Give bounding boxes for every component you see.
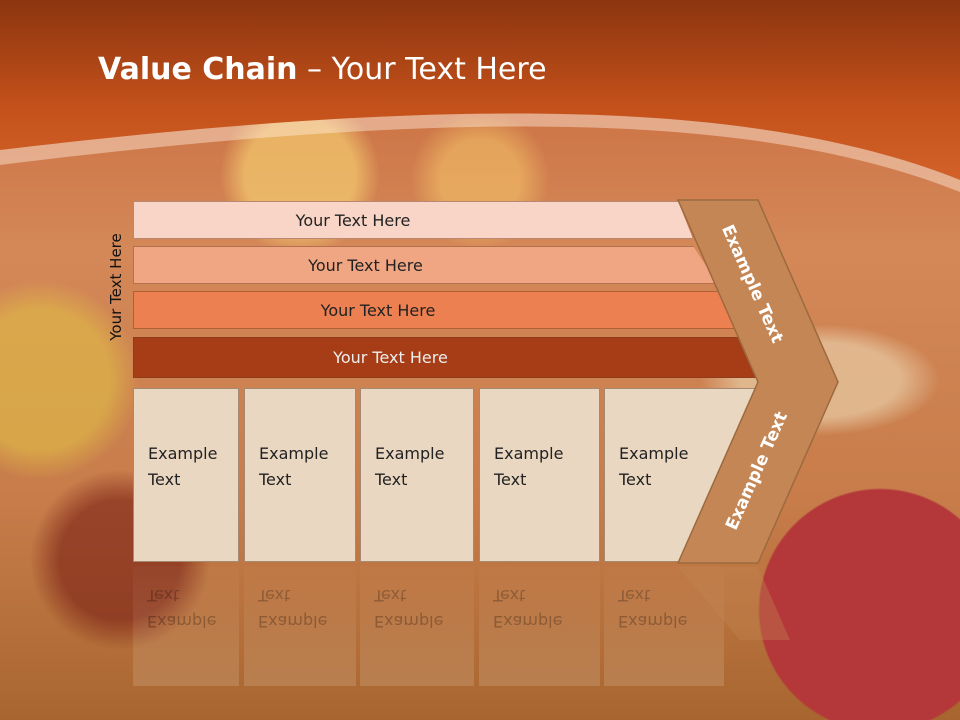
box-1-line2: Text bbox=[148, 470, 181, 489]
band-3-label: Your Text Here bbox=[320, 300, 436, 320]
box-2-line2: Text bbox=[259, 470, 292, 489]
box-5-line1: Example bbox=[619, 444, 689, 463]
activity-box-1[interactable]: Example Text bbox=[133, 388, 239, 562]
header-banner bbox=[0, 0, 960, 192]
band-3[interactable]: Your Text Here bbox=[133, 291, 743, 329]
activity-box-3[interactable]: Example Text bbox=[360, 388, 474, 562]
box-3-line1: Example bbox=[375, 444, 445, 463]
box-4-line2: Text bbox=[494, 470, 527, 489]
band-1-label: Your Text Here bbox=[295, 210, 411, 230]
box-5-line2: Text bbox=[619, 470, 652, 489]
box-3-line2: Text bbox=[375, 470, 408, 489]
band-1[interactable]: Your Text Here bbox=[133, 201, 693, 239]
activity-box-4[interactable]: Example Text bbox=[479, 388, 600, 562]
band-2[interactable]: Your Text Here bbox=[133, 246, 718, 284]
band-4[interactable]: Your Text Here bbox=[133, 337, 768, 378]
box-4-line1: Example bbox=[494, 444, 564, 463]
box-1-line1: Example bbox=[148, 444, 218, 463]
band-4-label: Your Text Here bbox=[333, 348, 448, 367]
page-title: Value Chain – Your Text Here bbox=[98, 52, 547, 87]
box-2-line1: Example bbox=[259, 444, 329, 463]
activity-box-2[interactable]: Example Text bbox=[244, 388, 356, 562]
band-2-label: Your Text Here bbox=[308, 255, 423, 275]
